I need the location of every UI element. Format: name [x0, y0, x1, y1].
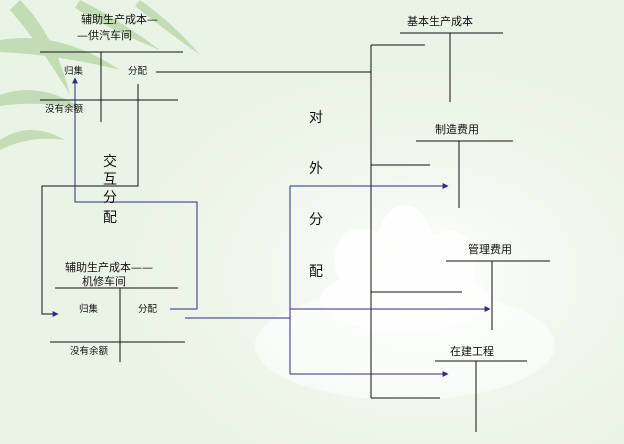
gongqi-balance-label: 没有余额 [45, 104, 84, 115]
mutual-allocation-lines [41, 77, 198, 317]
t-account-manufacturing-overhead [416, 140, 513, 208]
jixiu-title-line1: 辅助生产成本—— [65, 261, 153, 274]
external-allocation-char-1: 对 [309, 110, 323, 126]
gongqi-title-line1: 辅助生产成本— [81, 13, 158, 26]
gongqi-debit-label: 归集 [64, 66, 84, 77]
mutual-allocation-char-1: 交 [103, 154, 117, 170]
mutual-allocation-char-4: 配 [103, 210, 117, 226]
external-allocation-char-2: 外 [309, 161, 323, 177]
t-account-gongqi [40, 51, 183, 122]
jixiu-balance-label: 没有余额 [70, 346, 109, 357]
gongqi-title-line2: —供汽车间 [77, 29, 132, 42]
gongqi-external-allocation-lines [156, 44, 462, 399]
lotus-flower [255, 205, 555, 400]
mutual-allocation-char-2: 互 [103, 172, 117, 188]
mutual-arrow-to-jixiu [41, 84, 139, 317]
target-basic-production: 基本生产成本 [407, 15, 473, 28]
external-allocation-char-3: 分 [309, 212, 323, 228]
t-account-basic-production [400, 32, 503, 102]
jixiu-external-allocation-lines [185, 183, 491, 377]
t-account-management-expenses [446, 260, 550, 330]
mutual-allocation-char-3: 分 [103, 190, 117, 206]
target-manufacturing-overhead: 制造费用 [435, 123, 479, 136]
t-account-construction [435, 360, 527, 432]
jixiu-title-line2: 机修车间 [82, 275, 126, 288]
target-management-expenses: 管理费用 [468, 243, 512, 256]
t-account-jixiu [50, 287, 185, 362]
gongqi-credit-label: 分配 [128, 66, 148, 77]
target-construction-in-progress: 在建工程 [450, 345, 494, 358]
jixiu-debit-label: 归集 [79, 304, 99, 315]
external-allocation-char-4: 配 [309, 264, 323, 280]
mutual-arrow-to-gongqi [72, 77, 198, 310]
jixiu-credit-label: 分配 [138, 304, 158, 315]
